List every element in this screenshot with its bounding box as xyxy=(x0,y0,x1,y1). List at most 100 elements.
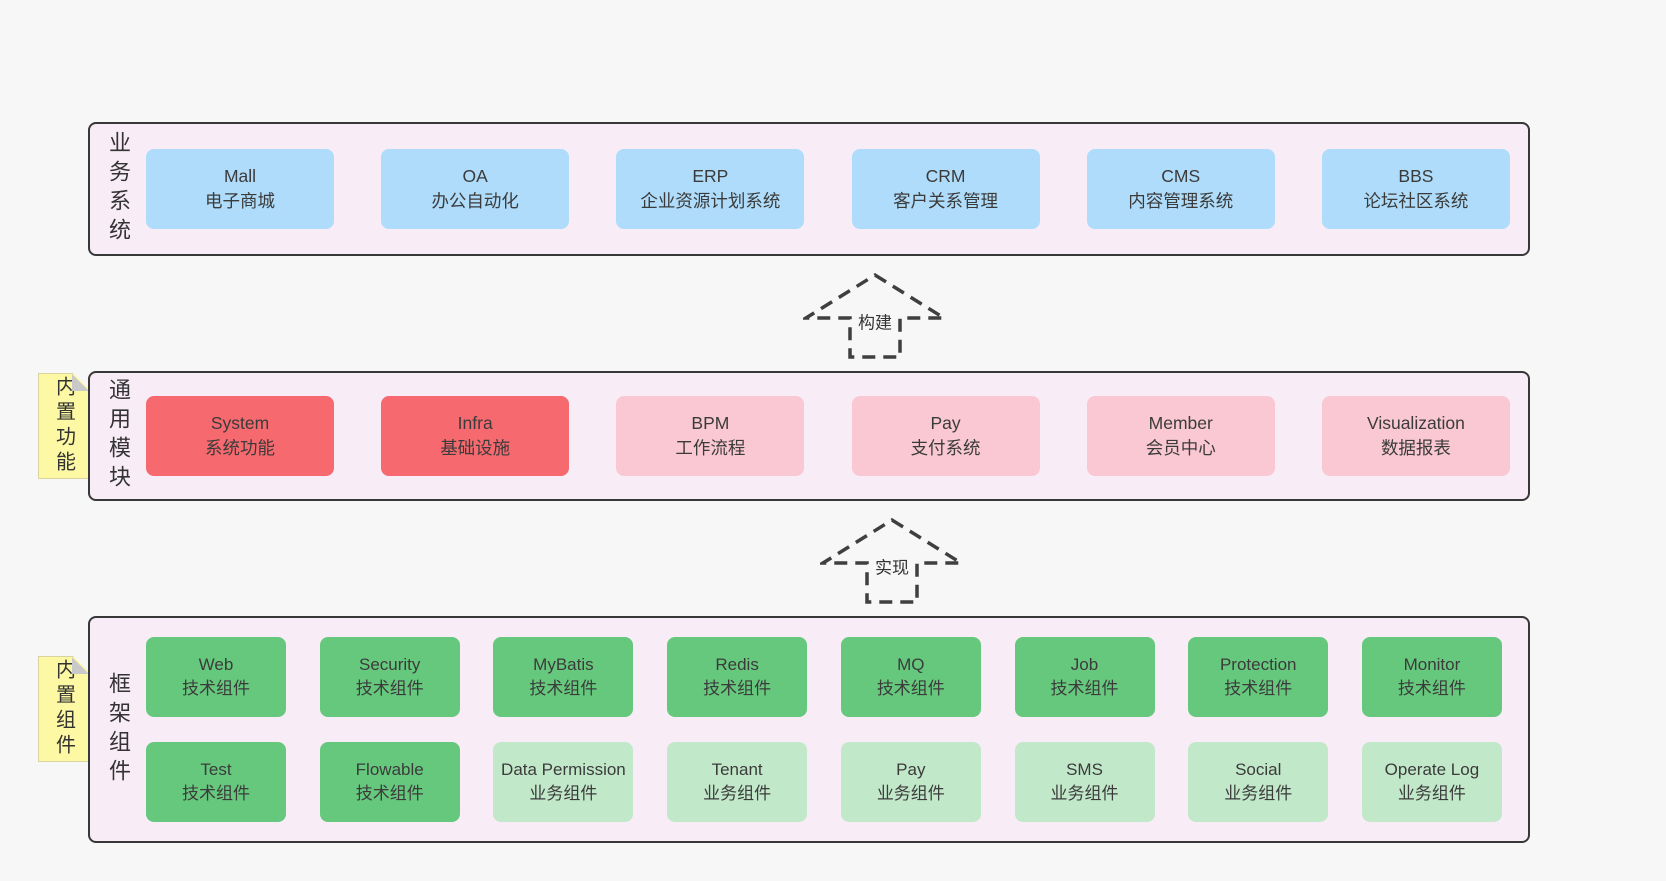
box-subtitle-zh: 会员中心 xyxy=(1145,438,1216,458)
box-pay-component: Pay 业务组件 xyxy=(840,742,981,822)
box-monitor: Monitor 技术组件 xyxy=(1361,637,1502,717)
box-redis: Redis 技术组件 xyxy=(667,637,808,717)
box-title-en: CMS xyxy=(1161,166,1201,186)
box-subtitle-zh: 基础设施 xyxy=(440,438,511,458)
box-subtitle-zh: 技术组件 xyxy=(876,679,945,698)
box-title-en: Pay xyxy=(896,760,926,779)
box-visualization: Visualization 数据报表 xyxy=(1321,396,1510,476)
layer-label-modules: 通用模块 xyxy=(106,378,131,494)
box-social: Social 业务组件 xyxy=(1188,742,1329,822)
box-mq: MQ 技术组件 xyxy=(840,637,981,717)
box-data-permission: Data Permission 业务组件 xyxy=(493,742,634,822)
box-subtitle-zh: 客户关系管理 xyxy=(893,191,999,211)
business-boxes: Mall 电子商城 OA 办公自动化 ERP 企业资源计划系统 CRM 客户关系… xyxy=(146,124,1528,254)
box-subtitle-zh: 技术组件 xyxy=(703,679,772,698)
box-system: System 系统功能 xyxy=(146,396,334,476)
box-protection: Protection 技术组件 xyxy=(1188,637,1329,717)
box-subtitle-zh: 业务组件 xyxy=(1050,784,1119,803)
box-title-en: OA xyxy=(462,166,488,186)
layer-label-framework: 框架组件 xyxy=(106,671,131,788)
box-title-en: Infra xyxy=(457,413,493,433)
note-text: 内置组件 xyxy=(52,659,75,759)
layer-label-business: 业务系统 xyxy=(106,131,131,247)
framework-row-1: Web 技术组件 Security 技术组件 MyBatis 技术组件 Redi… xyxy=(146,637,1502,717)
box-cms: CMS 内容管理系统 xyxy=(1086,149,1275,229)
module-boxes: System 系统功能 Infra 基础设施 BPM 工作流程 Pay 支付系统… xyxy=(146,373,1528,499)
box-pay: Pay 支付系统 xyxy=(851,396,1040,476)
box-mall: Mall 电子商城 xyxy=(146,149,334,229)
box-title-en: CRM xyxy=(925,166,966,186)
box-member: Member 会员中心 xyxy=(1086,396,1275,476)
box-title-en: Security xyxy=(358,655,421,674)
box-subtitle-zh: 技术组件 xyxy=(355,784,424,803)
box-subtitle-zh: 支付系统 xyxy=(910,438,981,458)
box-title-en: Social xyxy=(1235,760,1282,779)
box-subtitle-zh: 技术组件 xyxy=(1397,679,1466,698)
box-title-en: Visualization xyxy=(1366,413,1465,433)
box-subtitle-zh: 业务组件 xyxy=(1397,784,1466,803)
box-subtitle-zh: 技术组件 xyxy=(355,679,424,698)
layer-business-systems: 业务系统 Mall 电子商城 OA 办公自动化 ERP 企业资源计划系统 CRM… xyxy=(88,122,1530,256)
box-title-en: Redis xyxy=(715,655,759,674)
box-tenant: Tenant 业务组件 xyxy=(667,742,808,822)
box-subtitle-zh: 企业资源计划系统 xyxy=(640,191,781,211)
box-subtitle-zh: 技术组件 xyxy=(529,679,598,698)
box-title-en: SMS xyxy=(1066,760,1103,779)
box-subtitle-zh: 办公自动化 xyxy=(431,191,519,211)
box-subtitle-zh: 论坛社区系统 xyxy=(1363,191,1469,211)
box-operate-log: Operate Log 业务组件 xyxy=(1361,742,1502,822)
arrow-implement-label: 实现 xyxy=(872,552,912,580)
box-subtitle-zh: 电子商城 xyxy=(205,191,275,211)
box-test: Test 技术组件 xyxy=(146,742,286,822)
box-subtitle-zh: 业务组件 xyxy=(876,784,945,803)
box-flowable: Flowable 技术组件 xyxy=(319,742,460,822)
layer-framework-components: 框架组件 Web 技术组件 Security 技术组件 MyBatis 技术组件… xyxy=(88,616,1530,843)
box-subtitle-zh: 技术组件 xyxy=(1050,679,1119,698)
box-subtitle-zh: 系统功能 xyxy=(205,438,275,458)
box-title-en: Data Permission xyxy=(501,760,626,779)
box-title-en: Test xyxy=(200,760,232,779)
box-subtitle-zh: 技术组件 xyxy=(182,679,250,698)
box-sms: SMS 业务组件 xyxy=(1014,742,1155,822)
box-title-en: MQ xyxy=(897,655,925,674)
box-title-en: Monitor xyxy=(1403,655,1461,674)
box-title-en: BBS xyxy=(1398,166,1434,186)
arrow-up-icon xyxy=(820,517,964,604)
box-title-en: System xyxy=(210,413,270,433)
framework-row-2: Test 技术组件 Flowable 技术组件 Data Permission … xyxy=(146,742,1502,822)
box-subtitle-zh: 业务组件 xyxy=(703,784,772,803)
box-subtitle-zh: 技术组件 xyxy=(1224,679,1293,698)
box-subtitle-zh: 工作流程 xyxy=(675,438,746,458)
box-title-en: Member xyxy=(1148,413,1213,433)
box-bpm: BPM 工作流程 xyxy=(616,396,805,476)
box-title-en: Operate Log xyxy=(1384,760,1480,779)
box-title-en: Tenant xyxy=(711,760,763,779)
box-title-en: Job xyxy=(1070,655,1099,674)
box-job: Job 技术组件 xyxy=(1014,637,1155,717)
box-erp: ERP 企业资源计划系统 xyxy=(616,149,805,229)
box-mybatis: MyBatis 技术组件 xyxy=(493,637,634,717)
box-subtitle-zh: 业务组件 xyxy=(1224,784,1293,803)
box-web: Web 技术组件 xyxy=(146,637,286,717)
box-title-en: ERP xyxy=(692,166,729,186)
box-security: Security 技术组件 xyxy=(319,637,460,717)
arrow-implement: 实现 xyxy=(820,517,964,605)
box-subtitle-zh: 数据报表 xyxy=(1380,438,1451,458)
box-title-en: Protection xyxy=(1219,655,1297,674)
layer-common-modules: 通用模块 System 系统功能 Infra 基础设施 BPM 工作流程 Pay… xyxy=(88,371,1530,501)
box-title-en: Web xyxy=(198,655,234,674)
note-text: 内置功能 xyxy=(52,376,75,476)
arrow-build-label: 构建 xyxy=(855,307,895,335)
box-title-en: Mall xyxy=(223,166,257,186)
box-subtitle-zh: 技术组件 xyxy=(182,784,250,803)
arrow-build: 构建 xyxy=(803,272,947,360)
box-bbs: BBS 论坛社区系统 xyxy=(1321,149,1510,229)
note-builtin-features: 内置功能 xyxy=(38,373,90,479)
arrow-up-icon xyxy=(803,272,947,359)
box-title-en: MyBatis xyxy=(533,655,594,674)
box-crm: CRM 客户关系管理 xyxy=(851,149,1040,229)
box-title-en: BPM xyxy=(691,413,730,433)
box-infra: Infra 基础设施 xyxy=(381,396,570,476)
box-oa: OA 办公自动化 xyxy=(381,149,570,229)
